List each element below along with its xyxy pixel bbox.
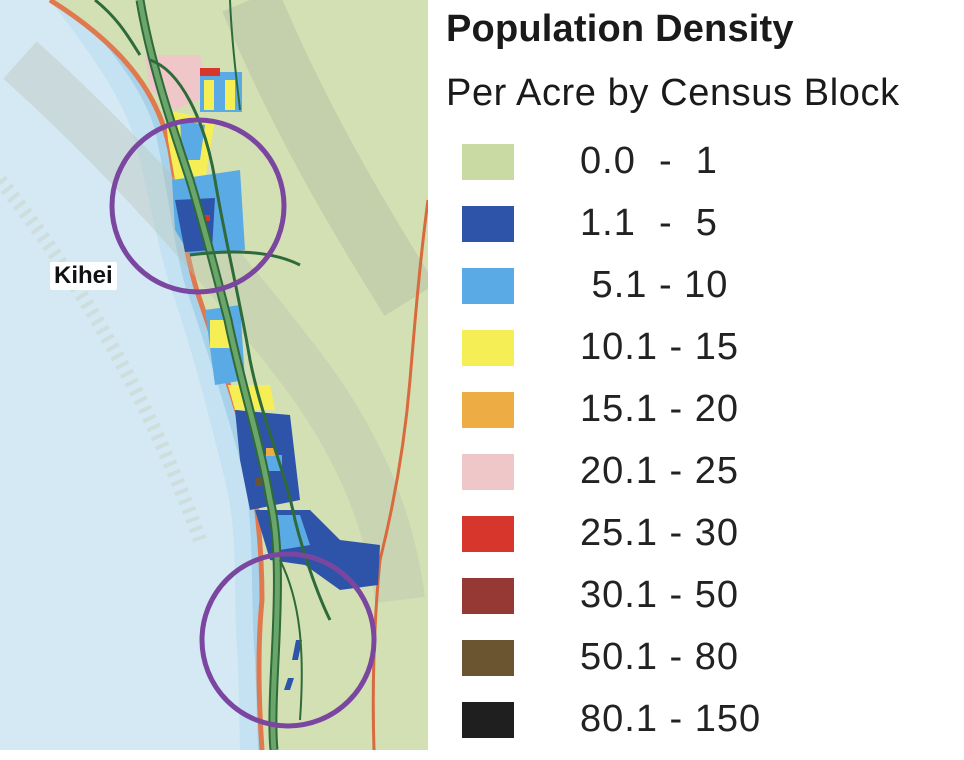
legend-swatch [462,392,514,428]
legend-swatch [462,206,514,242]
legend-label: 80.1 - 150 [580,698,762,740]
legend-label: 15.1 - 20 [580,388,739,430]
legend-item: 15.1 - 20 [462,388,942,450]
map-panel[interactable]: Kihei [0,0,428,750]
legend-swatch [462,268,514,304]
density-block [225,80,235,110]
highlight-circle-south [199,551,377,729]
legend-item: 25.1 - 30 [462,512,942,574]
map-canvas[interactable] [0,0,428,750]
legend-label: 20.1 - 25 [580,450,739,492]
highlight-circle-north [109,117,287,295]
legend-swatch [462,144,514,180]
legend-label: 50.1 - 80 [580,636,739,678]
legend-label: 25.1 - 30 [580,512,739,554]
density-block [204,80,214,110]
legend-item: 30.1 - 50 [462,574,942,636]
legend-label: 1.1 - 5 [580,202,718,244]
background-highway-2 [3,41,425,604]
legend-swatch [462,516,514,552]
density-block [255,478,267,486]
road-segment [94,0,142,56]
density-block [266,448,276,456]
ocean-shallow [0,0,240,750]
legend-swatch [462,640,514,676]
legend-subtitle: Per Acre by Census Block [446,72,900,114]
legend-swatch [462,330,514,366]
place-label-kihei: Kihei [50,262,117,290]
legend-label: 10.1 - 15 [580,326,739,368]
legend-item: 1.1 - 5 [462,202,942,264]
legend-label: 30.1 - 50 [580,574,739,616]
legend-item: 0.0 - 1 [462,140,942,202]
density-block [292,640,302,660]
road-segment [189,250,301,267]
density-block [180,120,205,160]
legend-item: 20.1 - 25 [462,450,942,512]
density-block [200,68,220,76]
legend-item: 80.1 - 150 [462,698,942,760]
legend-panel: Population Density Per Acre by Census Bl… [428,0,964,750]
road-segment [279,559,303,721]
legend-item: 5.1 - 10 [462,264,942,326]
legend-label: 0.0 - 1 [580,140,718,182]
secondary-road [149,58,332,621]
legend-swatch [462,702,514,738]
legend-title: Population Density [446,8,794,50]
legend-items: 0.0 - 1 1.1 - 5 5.1 - 10 10.1 - 15 15.1 … [462,140,942,760]
legend-label: 5.1 - 10 [580,264,729,306]
road-segment [229,0,241,111]
background-rail [0,175,207,543]
background-highway [222,0,428,316]
main-road [137,0,280,750]
legend-swatch [462,578,514,614]
legend-swatch [462,454,514,490]
legend-item: 10.1 - 15 [462,326,942,388]
density-block [228,385,275,410]
legend-item: 50.1 - 80 [462,636,942,698]
density-block [284,678,294,690]
